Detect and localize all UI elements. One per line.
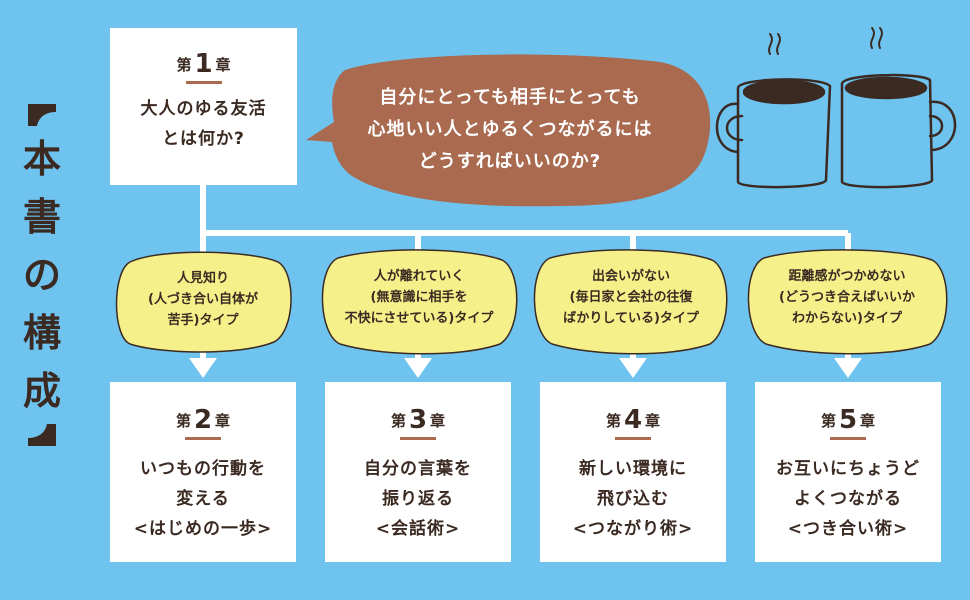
chapter-title: 新しい環境に 飛び込む <つながり術> [540, 454, 726, 544]
chapter-title-line: 飛び込む [597, 489, 669, 509]
type-label-1: 人見知り (人づき合い自体が 苦手)タイプ [118, 268, 288, 331]
chapter-prefix: 第 [605, 412, 621, 430]
chapter-underline [400, 437, 436, 440]
chapter-title-line: 変える [176, 489, 230, 509]
chapter-suffix: 章 [215, 412, 231, 430]
chapter-number: 4 [623, 405, 643, 435]
chapter-underline [830, 437, 866, 440]
type-blob-3 [533, 249, 728, 355]
open-bracket-icon [28, 104, 56, 126]
arrow-down-icon [404, 358, 432, 378]
chapter-suffix: 章 [645, 412, 661, 430]
side-title: 本 書 の 構 成 [18, 96, 66, 454]
type-line: わからない)タイプ [792, 311, 902, 326]
chapter-title: 大人のゆる友活 とは何か? [110, 94, 297, 154]
chapter-title-line: とは何か? [162, 129, 245, 149]
question-line: 自分にとっても相手にとっても [379, 87, 641, 108]
side-title-char: 書 [22, 195, 61, 239]
chapter-title: 自分の言葉を 振り返る <会話術> [325, 454, 511, 544]
type-line: 苦手)タイプ [167, 313, 239, 328]
coffee-mugs-icon [715, 27, 957, 189]
type-line: (毎日家と会社の往復 [569, 290, 693, 305]
chapter-prefix: 第 [176, 56, 192, 74]
type-line: 不快にさせている)タイプ [344, 311, 494, 326]
chapter-prefix: 第 [390, 412, 406, 430]
chapter-number: 1 [194, 49, 213, 79]
chapter-title-line: <つながり術> [572, 519, 694, 539]
type-blob-1 [115, 251, 292, 353]
mug-left-handle [715, 102, 740, 154]
type-label-3: 出会いがない (毎日家と会社の往復 ばかりしている)タイプ [540, 266, 722, 329]
chapter-number: 3 [408, 405, 428, 435]
arrow-down-icon [189, 358, 217, 378]
chapter-suffix: 章 [860, 412, 876, 430]
chapter-suffix: 章 [430, 412, 446, 430]
side-title-char: 構 [22, 311, 61, 355]
type-line: ばかりしている)タイプ [563, 311, 699, 326]
chapter-title-line: 自分の言葉を [364, 459, 472, 479]
chapter-underline [185, 437, 221, 440]
chapter-title: お互いにちょうど よくつながる <つき合い術> [755, 454, 941, 544]
chapter-title-line: 新しい環境に [579, 459, 687, 479]
chapter-title-line: <つき合い術> [787, 519, 909, 539]
steam-icon [768, 27, 883, 55]
type-line: (無意識に相手を [370, 290, 468, 305]
chapter-title-line: お互いにちょうど [776, 459, 920, 479]
question-bubble [306, 54, 711, 207]
chapter-underline [615, 437, 651, 440]
mug-right-body [840, 73, 934, 189]
question-text: 自分にとっても相手にとっても 心地いい人とゆるくつながるには どうすればいいのか… [350, 82, 670, 178]
chapter-title-line: <会話術> [375, 519, 461, 539]
mug-left-body [736, 78, 832, 189]
chapter-prefix: 第 [820, 412, 836, 430]
type-line: (人づき合い自体が [148, 292, 258, 307]
arrow-down-icon [619, 358, 647, 378]
mug-right-handle [928, 100, 957, 152]
close-bracket-icon [28, 424, 56, 446]
side-title-char: 成 [22, 369, 61, 413]
chapter-number: 5 [838, 405, 858, 435]
chapter-number: 2 [193, 405, 213, 435]
type-line: (どうつき合えばいいか [779, 290, 915, 305]
chapter-title-line: 大人のゆる友活 [140, 99, 267, 119]
chapter-title-line: いつもの行動を [140, 459, 266, 479]
type-line: 人見知り [176, 271, 229, 286]
question-line: 心地いい人とゆるくつながるには [367, 119, 653, 140]
chapter-title: いつもの行動を 変える <はじめの一歩> [110, 454, 296, 544]
chapter-underline [185, 81, 222, 84]
mug-right-coffee [844, 76, 928, 100]
arrow-down-icon [834, 358, 862, 378]
connector-arrows [189, 358, 862, 378]
type-line: 距離感がつかめない [788, 269, 906, 284]
side-title-char: の [22, 253, 61, 297]
type-label-4: 距離感がつかめない (どうつき合えばいいか わからない)タイプ [752, 266, 942, 329]
type-line: 人が離れていく [373, 269, 465, 284]
chapter-title-line: <はじめの一歩> [133, 519, 273, 539]
type-line: 出会いがない [591, 269, 670, 284]
chapter-title-line: 振り返る [382, 489, 454, 509]
type-blob-4 [747, 249, 948, 355]
chapter-suffix: 章 [215, 56, 231, 74]
side-title-char: 本 [22, 137, 61, 181]
chapter-title-line: よくつながる [794, 489, 902, 509]
question-line: どうすればいいのか? [418, 151, 602, 172]
type-label-2: 人が離れていく (無意識に相手を 不快にさせている)タイプ [328, 266, 510, 329]
type-blob-2 [321, 249, 518, 355]
mug-left-coffee [742, 79, 826, 105]
chapter-prefix: 第 [175, 412, 191, 430]
